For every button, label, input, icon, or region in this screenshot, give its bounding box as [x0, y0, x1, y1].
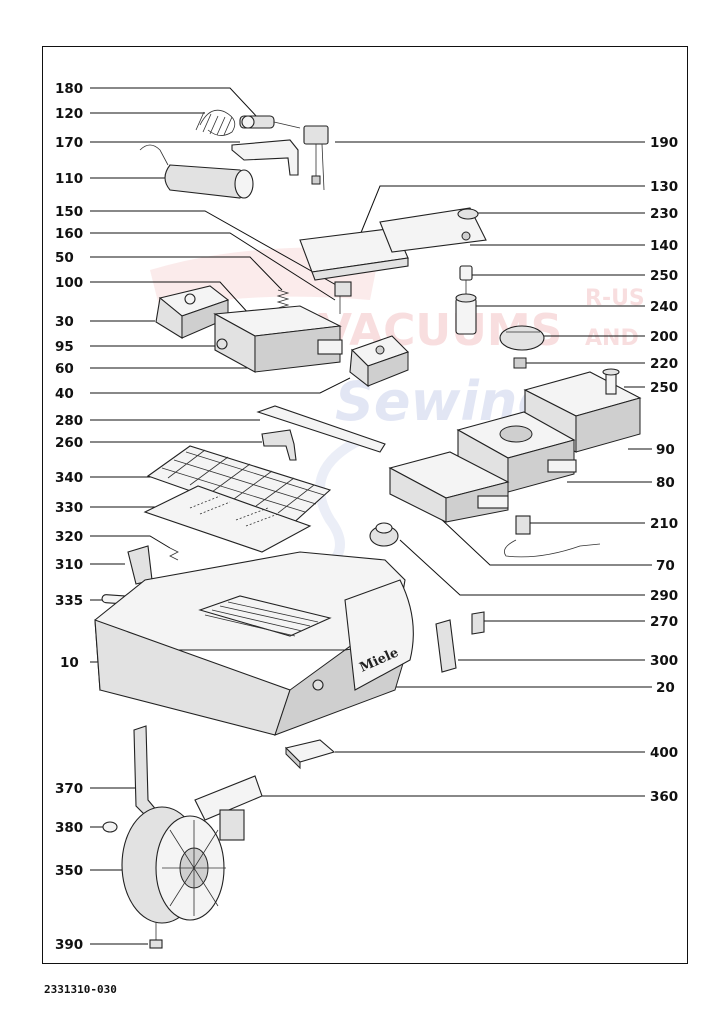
part-130-cover	[299, 227, 409, 281]
callout-270: 270	[650, 614, 678, 630]
part-310-latch	[127, 545, 153, 585]
callout-290: 290	[650, 588, 678, 604]
watermark-side-top: R-US	[585, 286, 645, 311]
callout-10: 10	[60, 655, 79, 671]
callout-210: 210	[650, 516, 678, 532]
callout-90: 90	[656, 442, 675, 458]
callout-240: 240	[650, 299, 678, 315]
callout-130: 130	[650, 179, 678, 195]
callout-180: 180	[55, 81, 83, 97]
callout-80: 80	[656, 475, 675, 491]
part-10-main-housing: Miele	[94, 551, 414, 736]
part-190-connector	[303, 125, 329, 191]
callout-95: 95	[55, 339, 74, 355]
callout-100: 100	[55, 275, 83, 291]
part-200-dial	[499, 325, 545, 351]
part-110-roller	[139, 144, 254, 199]
callout-300: 300	[650, 653, 678, 669]
part-320-spring	[169, 547, 179, 561]
callout-380: 380	[55, 820, 83, 836]
part-250-pin	[459, 265, 473, 296]
part-180-pin	[239, 115, 301, 129]
callout-50: 50	[55, 250, 74, 266]
callout-40: 40	[55, 386, 74, 402]
callout-280: 280	[55, 413, 83, 429]
part-70-housing	[388, 451, 510, 523]
callout-110: 110	[55, 171, 83, 187]
callout-120: 120	[55, 106, 83, 122]
part-240-cylinder	[455, 293, 477, 335]
part-300-bracket	[435, 619, 457, 673]
callout-170: 170	[55, 135, 83, 151]
callout-140: 140	[650, 238, 678, 254]
part-260-clip	[261, 429, 297, 461]
watermark-side-bottom: AND	[585, 326, 639, 351]
part-220-nut	[513, 357, 527, 369]
callout-190: 190	[650, 135, 678, 151]
right-callouts: 190 130 230 140 250 240 200 220 250 90 8…	[250, 135, 678, 805]
part-40-lid	[349, 335, 410, 388]
callout-390: 390	[55, 937, 83, 953]
part-350-cable-reel	[121, 806, 226, 924]
left-callouts: 180 120 170 110 150 160 50 100 30 95 60 …	[55, 81, 351, 953]
part-380-ring	[102, 821, 118, 833]
part-30-lid	[155, 285, 230, 339]
callout-400: 400	[650, 745, 678, 761]
callout-350: 350	[55, 863, 83, 879]
part-390-screw	[149, 922, 163, 949]
part-95-screw	[216, 338, 228, 350]
diagram-frame	[42, 46, 688, 964]
callout-20: 20	[656, 680, 675, 696]
part-20-screw	[312, 679, 324, 691]
part-230-knob	[457, 208, 479, 220]
callout-320: 320	[55, 529, 83, 545]
part-280-rail	[256, 405, 386, 453]
callout-335: 335	[55, 593, 83, 609]
callout-160: 160	[55, 226, 83, 242]
callout-70: 70	[656, 558, 675, 574]
part-120-spring	[195, 109, 236, 136]
part-330-filter	[143, 485, 312, 553]
callout-200: 200	[650, 329, 678, 345]
callout-330: 330	[55, 500, 83, 516]
part-360-axle	[194, 775, 263, 841]
callout-360: 360	[650, 789, 678, 805]
part-270-clip	[471, 611, 485, 635]
part-150-clip	[334, 281, 352, 314]
callout-310: 310	[55, 557, 83, 573]
callout-150: 150	[55, 204, 83, 220]
part-140-cover	[379, 207, 487, 253]
part-290-knob	[369, 522, 399, 547]
callout-220: 220	[650, 356, 678, 372]
callout-340: 340	[55, 470, 83, 486]
callout-250a: 250	[650, 268, 678, 284]
part-170-bracket	[231, 139, 299, 176]
callout-30: 30	[55, 314, 74, 330]
document-number: 2331310-030	[44, 983, 117, 996]
part-210-switch	[503, 515, 601, 558]
callout-260: 260	[55, 435, 83, 451]
callout-250b: 250	[650, 380, 678, 396]
part-370-lever	[133, 725, 159, 819]
part-400-module	[284, 739, 336, 770]
callout-60: 60	[55, 361, 74, 377]
part-100-body	[213, 305, 343, 373]
callout-230: 230	[650, 206, 678, 222]
callout-370: 370	[55, 781, 83, 797]
